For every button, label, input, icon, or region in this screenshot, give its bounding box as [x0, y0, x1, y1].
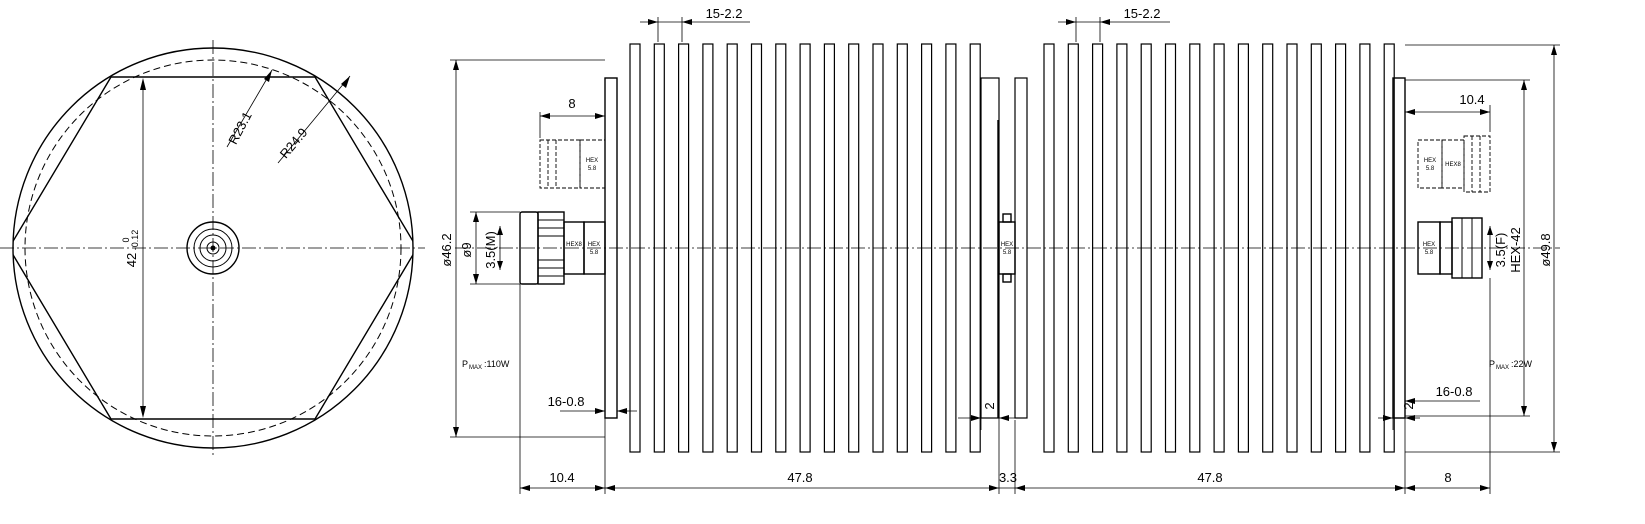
- right-alt-body: [1463, 135, 1491, 193]
- left-hex-label: HEX: [588, 242, 600, 248]
- left-knurl-lines: [538, 219, 564, 277]
- right-power-value: :22W: [1511, 359, 1533, 369]
- right-alt-hex: [1417, 139, 1443, 189]
- right-alt-hex-label: HEX: [1424, 158, 1436, 164]
- coupler-bottom: [1002, 273, 1012, 283]
- left-hex-nut-2: [583, 221, 606, 275]
- leader-r-outer: [277, 75, 351, 164]
- coupler-top: [1002, 213, 1012, 223]
- left-alt-hex-size: 5.8: [588, 166, 597, 172]
- right-connector: HEX 5.8 HEX 5.8 HEX8 10.4 3.5(F) HEX-42: [1404, 44, 1560, 453]
- left-alt-connector: [539, 139, 581, 189]
- left-power-sub: MAX: [469, 365, 482, 371]
- att2-fin-spec-label: 15-2.2: [1124, 6, 1161, 21]
- center-coupler: HEX 5.8: [998, 213, 1016, 283]
- left-conn-len-label: 8: [568, 96, 575, 111]
- att1-fin-spec-label: 15-2.2: [706, 6, 743, 21]
- arrow-up: [140, 78, 146, 90]
- left-alt-hex: [579, 139, 606, 189]
- front-view: 42 0 -0.12 R23.1 R24.9: [0, 40, 425, 455]
- dia-body-label: ø9: [459, 242, 474, 257]
- tol-lower-label: -0.12: [130, 230, 140, 251]
- right-conn-len-bottom-label: 8: [1444, 470, 1451, 485]
- arrow-r-inner: [264, 70, 272, 82]
- hex-body-label: HEX-42: [1508, 227, 1523, 273]
- hexagon-outline: [13, 76, 413, 420]
- fin-pitch-dims: 15-2.2 15-2.2: [640, 6, 1170, 42]
- leader-r-inner: [226, 69, 273, 148]
- right-hex-size: 5.8: [1425, 250, 1434, 256]
- att2-fin-end-label: 16-0.8: [1436, 384, 1473, 399]
- right-conn-body: [1451, 217, 1483, 279]
- outer-dia-right-label: ø49.8: [1538, 233, 1553, 266]
- connector-face-ring: [193, 228, 233, 268]
- left-hex-size: 5.8: [590, 250, 599, 256]
- right-power-sub: MAX: [1496, 365, 1509, 371]
- coupler-hex-size: 5.8: [1003, 250, 1012, 256]
- coupler-gap-label: 3.3: [999, 470, 1017, 485]
- arrow-r-outer: [341, 76, 350, 88]
- att2-gap-label: 2: [1401, 402, 1416, 409]
- connector-face-ring-2: [199, 234, 227, 262]
- connector-type-label: 3.5(M): [483, 231, 498, 269]
- arrow-down: [140, 406, 146, 418]
- right-alt-hex-size: 5.8: [1426, 166, 1435, 172]
- right-hex-label: HEX: [1423, 242, 1435, 248]
- right-conn-len-top-label: 10.4: [1459, 92, 1484, 107]
- left-power-prefix: P: [462, 359, 468, 369]
- tol-upper-label: 0: [121, 237, 131, 242]
- r-inner-label: R23.1: [225, 109, 255, 147]
- dim-width-label: 42: [124, 253, 139, 267]
- bottom-length-dims: 10.4 47.8 3.3 47.8 8: [519, 278, 1491, 494]
- att1-fin-end-label: 16-0.8: [548, 394, 585, 409]
- left-hex-label-b: HEX8: [566, 242, 582, 248]
- right-connector-type-label: 3.5(F): [1493, 233, 1508, 268]
- connector-pin: [210, 245, 216, 251]
- att1-length-label: 47.8: [787, 470, 812, 485]
- right-alt-hex-label-b: HEX8: [1445, 162, 1461, 168]
- left-connector: HEX8 HEX 5.8 HEX 5.8 8 ø9 3.5(M) ø46.2: [439, 59, 606, 438]
- r-outer-label: R24.9: [277, 125, 311, 161]
- left-body-len-label: 10.4: [549, 470, 574, 485]
- connector-face-pin-ring: [206, 241, 220, 255]
- fin-end-dims: 16-0.8 2 2 16-0.8: [548, 384, 1480, 430]
- att1-gap-label: 2: [982, 402, 997, 409]
- left-alt-hex-label: HEX: [586, 158, 598, 164]
- left-power-value: :110W: [484, 359, 510, 369]
- connector-face-outer: [186, 221, 240, 275]
- att2-length-label: 47.8: [1197, 470, 1222, 485]
- right-power-prefix: P: [1489, 359, 1495, 369]
- coupler-hex-label: HEX: [1001, 242, 1013, 248]
- outer-dia-left-label: ø46.2: [439, 233, 454, 266]
